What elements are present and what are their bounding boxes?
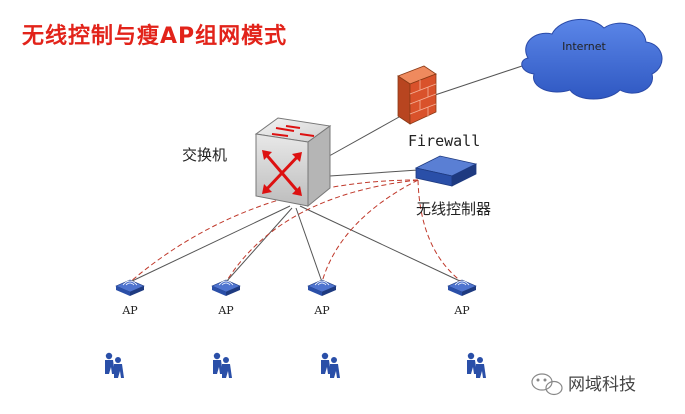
users-icon bbox=[105, 352, 124, 378]
watermark: 网域科技 bbox=[531, 373, 636, 396]
ap-label: AP bbox=[121, 304, 138, 317]
ap-label: AP bbox=[217, 304, 234, 317]
firewall-node: Firewall bbox=[397, 65, 480, 150]
link-switch-ap1 bbox=[129, 205, 291, 283]
access-point-icon bbox=[115, 279, 145, 296]
wireless-ctrl-ap1 bbox=[129, 179, 419, 283]
link-switch-ap3 bbox=[295, 207, 323, 283]
firewall-icon bbox=[397, 65, 437, 125]
watermark-label: 网域科技 bbox=[568, 375, 636, 395]
ap-node: AP bbox=[307, 279, 337, 317]
ap-label: AP bbox=[313, 304, 330, 317]
internet-node: Internet bbox=[521, 18, 663, 100]
page-title: 无线控制与瘦AP组网模式 bbox=[22, 24, 288, 49]
users-icon bbox=[213, 352, 232, 378]
ap-node: AP bbox=[447, 279, 477, 317]
controller-icon bbox=[414, 155, 478, 187]
links bbox=[129, 59, 541, 283]
wechat-icon bbox=[531, 373, 563, 396]
switch-node: 交换机 bbox=[182, 117, 332, 208]
users-icon bbox=[321, 352, 340, 378]
internet-label: Internet bbox=[562, 40, 606, 53]
ap-label: AP bbox=[453, 304, 470, 317]
access-point-icon bbox=[211, 279, 241, 296]
link-switch-firewall bbox=[321, 111, 409, 161]
switch-icon bbox=[254, 117, 332, 208]
ap-node: AP bbox=[115, 279, 145, 317]
controller-label: 无线控制器 bbox=[416, 200, 491, 218]
link-switch-ap4 bbox=[299, 205, 463, 283]
access-point-icon bbox=[447, 279, 477, 296]
switch-label: 交换机 bbox=[182, 146, 227, 164]
wireless-ctrl-ap2 bbox=[225, 179, 419, 283]
access-point-icon bbox=[307, 279, 337, 296]
controller-node: 无线控制器 bbox=[414, 155, 491, 218]
wireless-ctrl-ap3 bbox=[321, 179, 419, 283]
cloud-icon bbox=[521, 18, 663, 100]
firewall-label: Firewall bbox=[408, 132, 480, 150]
wireless-ctrl-ap4 bbox=[417, 179, 463, 283]
ap-node: AP bbox=[211, 279, 241, 317]
users-icon bbox=[467, 352, 486, 378]
ap-group: AP AP AP bbox=[115, 279, 477, 317]
link-switch-ap2 bbox=[225, 207, 293, 283]
users-group bbox=[105, 352, 486, 378]
